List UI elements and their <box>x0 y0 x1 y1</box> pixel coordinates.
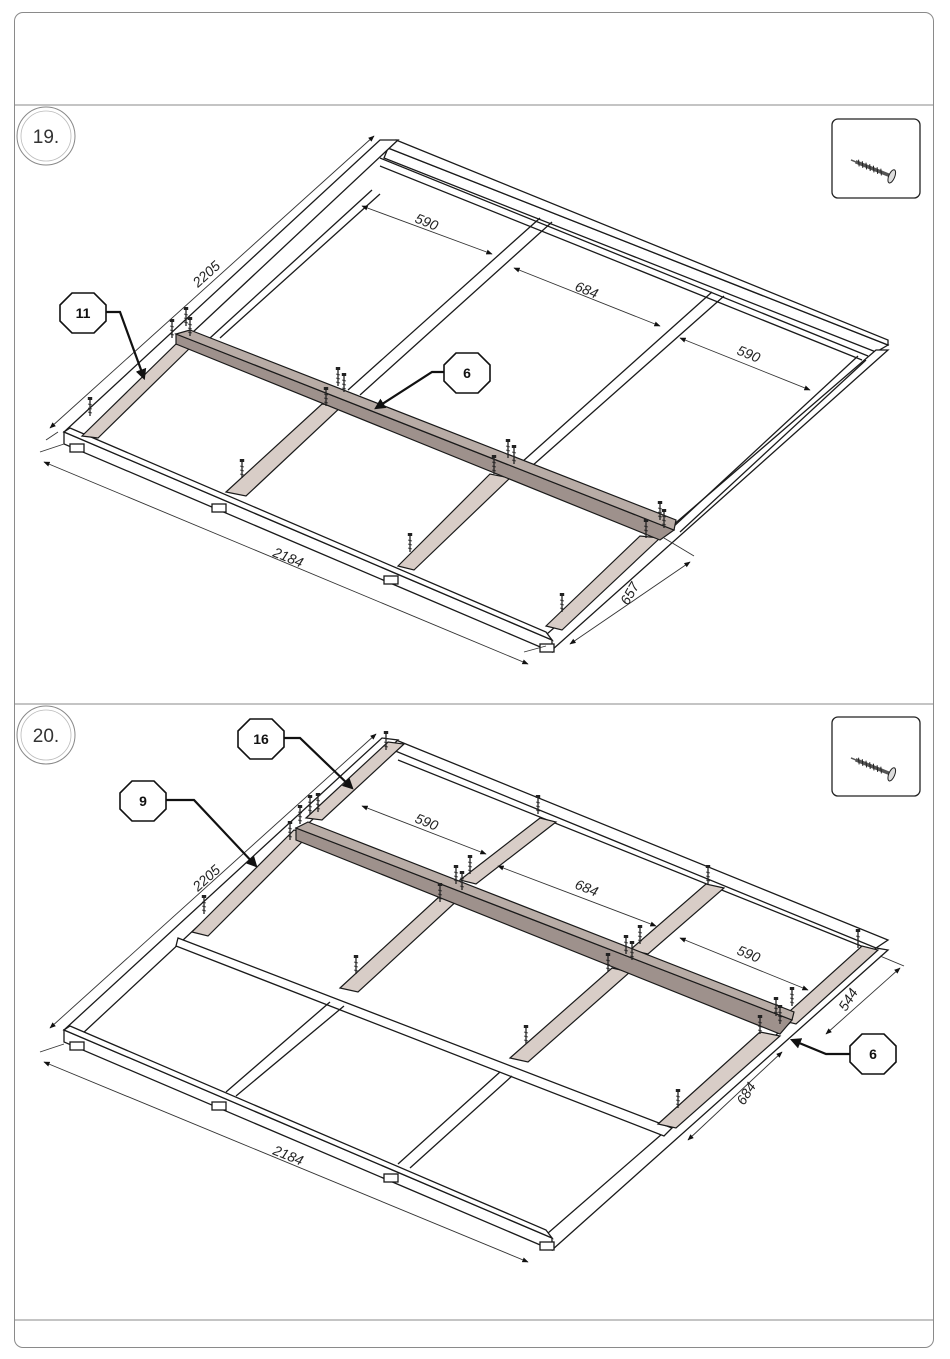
tool-box <box>832 119 920 198</box>
step-number-badge: 19. <box>17 107 75 165</box>
frame-outline <box>64 140 888 652</box>
dimension-label: 2205 <box>189 257 224 291</box>
dimension-label: 590 <box>413 210 441 234</box>
part-callout-9: 9 <box>120 781 256 866</box>
part-number: 16 <box>253 731 269 747</box>
step-19: 19. <box>17 107 920 664</box>
dimension-label: 684 <box>573 278 601 302</box>
step-number: 19. <box>33 127 59 148</box>
step-number-badge: 20. <box>17 706 75 764</box>
step-number: 20. <box>33 726 59 747</box>
dimension-label: 2184 <box>270 544 306 571</box>
part-number: 11 <box>76 305 91 321</box>
part-callout-6: 6 <box>792 1034 896 1074</box>
part-number: 6 <box>463 365 471 381</box>
dimension-label: 2184 <box>270 1142 306 1169</box>
frame-outline <box>64 738 888 1250</box>
step-20: 20. <box>17 706 920 1262</box>
part-callout-16: 16 <box>238 719 352 788</box>
tool-box <box>832 717 920 796</box>
dimension-label: 590 <box>413 810 441 834</box>
part-callout-6: 6 <box>376 353 490 408</box>
part-number: 6 <box>869 1046 877 1062</box>
part-number: 9 <box>139 793 147 809</box>
part-callout-11: 11 <box>60 293 144 378</box>
